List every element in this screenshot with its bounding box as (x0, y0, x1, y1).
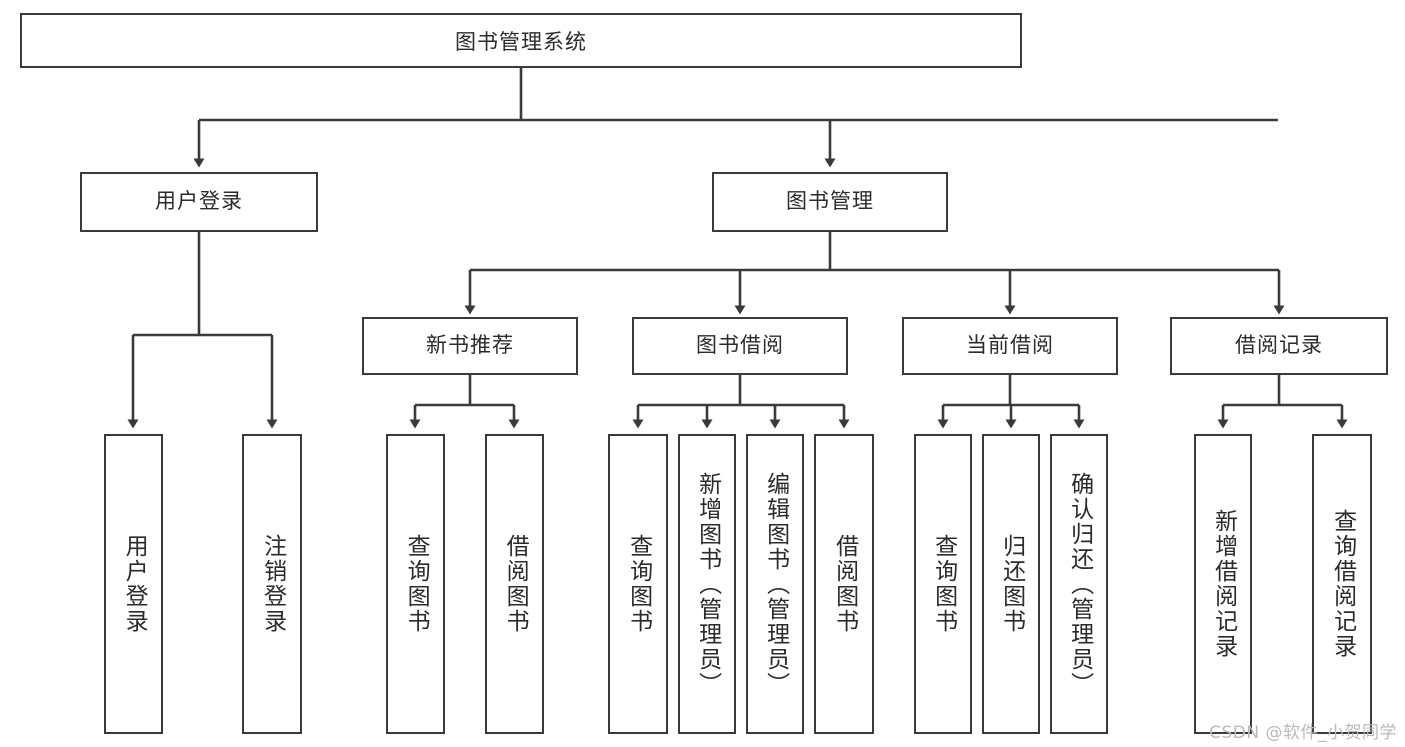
leaf-record-query-record[interactable]: 查询借阅记录 (1312, 434, 1372, 734)
node-current-borrow[interactable]: 当前借阅 (902, 317, 1118, 375)
node-label: 查询图书 (403, 534, 430, 634)
node-label: 查询图书 (625, 534, 652, 634)
csdn-watermark: CSDN @软件_小贺同学 (1209, 723, 1397, 743)
node-label: 图书管理 (786, 189, 874, 214)
leaf-borrow-query-book[interactable]: 查询图书 (608, 434, 668, 734)
node-label: 归还图书 (998, 534, 1025, 634)
node-label: 借阅图书 (502, 534, 529, 634)
leaf-recommend-query-book[interactable]: 查询图书 (386, 434, 445, 734)
leaf-user-login-signout[interactable]: 注销登录 (242, 434, 302, 734)
node-label: 查询借阅记录 (1329, 509, 1356, 659)
node-label: 查询图书 (930, 534, 957, 634)
node-label: 图书借阅 (696, 333, 784, 358)
node-label: 图书管理系统 (455, 29, 587, 54)
leaf-borrow-borrow-book[interactable]: 借阅图书 (814, 434, 874, 734)
node-book-borrow[interactable]: 图书借阅 (632, 317, 848, 375)
node-root-system[interactable]: 图书管理系统 (20, 13, 1022, 68)
node-label: 借阅记录 (1235, 333, 1323, 358)
leaf-user-login-signin[interactable]: 用户登录 (104, 434, 163, 734)
node-label: 注销登录 (259, 534, 286, 634)
leaf-borrow-edit-book-admin[interactable]: 编辑图书（管理员） (746, 434, 804, 734)
leaf-current-query-book[interactable]: 查询图书 (914, 434, 972, 734)
node-label: 新增图书（管理员） (694, 471, 721, 697)
node-borrow-record[interactable]: 借阅记录 (1170, 317, 1388, 375)
node-label: 用户登录 (155, 189, 243, 214)
leaf-borrow-add-book-admin[interactable]: 新增图书（管理员） (678, 434, 736, 734)
leaf-recommend-borrow-book[interactable]: 借阅图书 (485, 434, 544, 734)
node-label: 确认归还（管理员） (1066, 471, 1093, 697)
leaf-current-return-book[interactable]: 归还图书 (982, 434, 1040, 734)
leaf-current-confirm-return-admin[interactable]: 确认归还（管理员） (1050, 434, 1108, 734)
leaf-record-add-record[interactable]: 新增借阅记录 (1194, 434, 1252, 734)
node-new-book-recommend[interactable]: 新书推荐 (362, 317, 578, 375)
node-label: 新书推荐 (426, 333, 514, 358)
node-label: 当前借阅 (966, 333, 1054, 358)
node-label: 用户登录 (121, 534, 148, 634)
node-label: 编辑图书（管理员） (762, 471, 789, 697)
node-label: 借阅图书 (831, 534, 858, 634)
node-label: 新增借阅记录 (1210, 509, 1237, 659)
node-book-management[interactable]: 图书管理 (712, 172, 948, 232)
node-user-login[interactable]: 用户登录 (80, 172, 318, 232)
